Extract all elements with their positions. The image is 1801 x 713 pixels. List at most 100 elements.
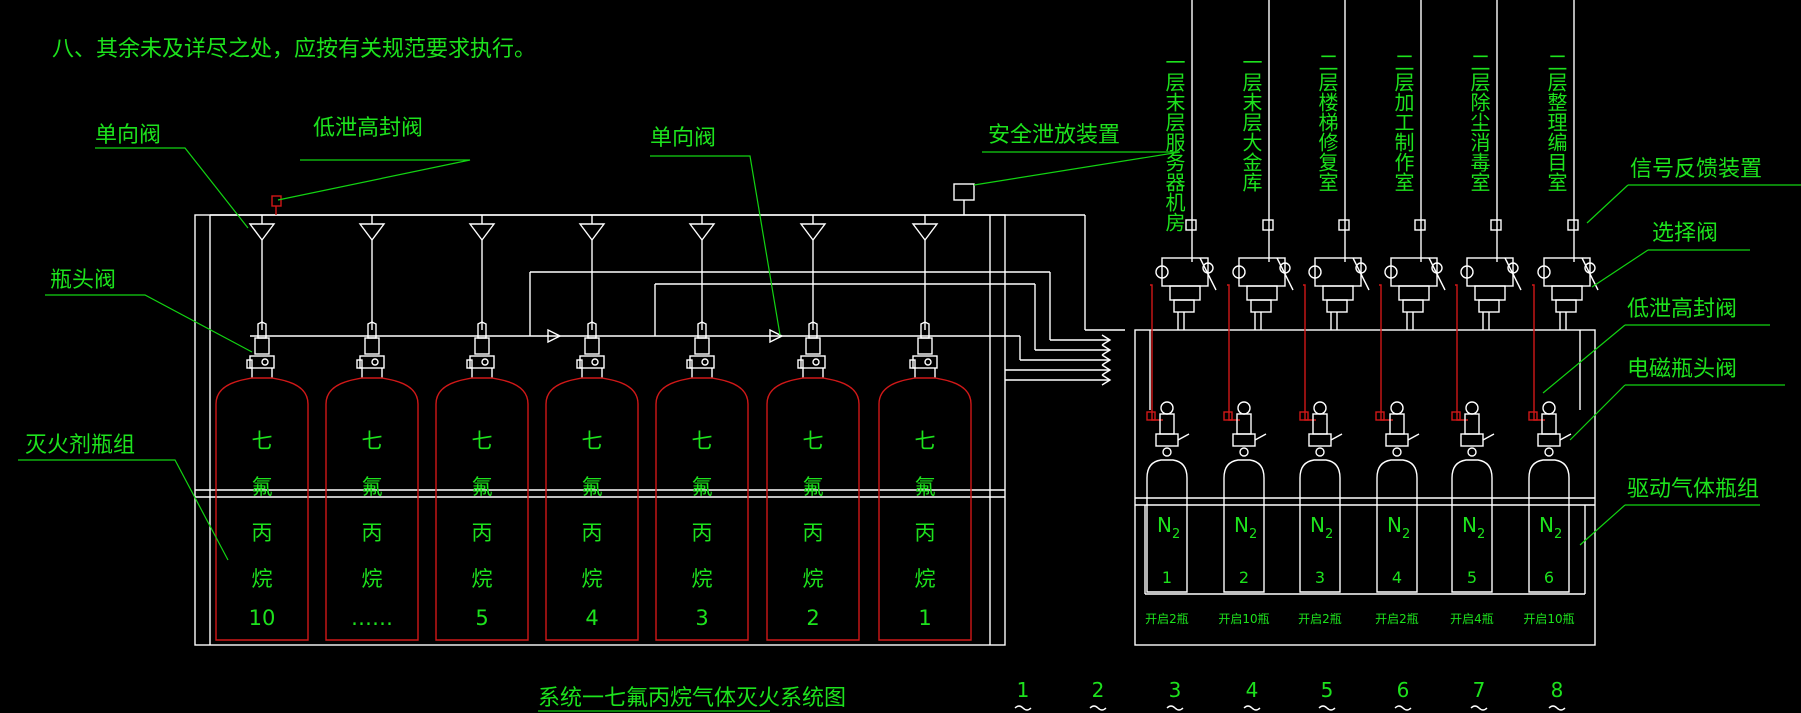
cylinder-agent-char: 烷	[252, 567, 273, 591]
open-count: 开启2瓶	[1375, 612, 1419, 626]
label-agent-bottle-group: 灭火剂瓶组	[25, 433, 135, 458]
pilot-tube	[1532, 284, 1545, 421]
cylinder-agent-char: 七	[915, 429, 936, 453]
leader-lines	[18, 147, 1801, 561]
cylinder-agent-char: 七	[692, 429, 713, 453]
agent-cylinder: 七氟丙烷 5	[435, 215, 529, 641]
label-driver-gas-group: 驱动气体瓶组	[1627, 477, 1759, 502]
axis-number: 5	[1321, 678, 1334, 702]
driver-number: 4	[1392, 568, 1402, 587]
cylinder-agent-char: 丙	[915, 521, 936, 545]
open-count: 开启2瓶	[1298, 612, 1342, 626]
driver-cylinder-body	[1146, 459, 1188, 593]
cylinder-agent-char: 丙	[252, 521, 273, 545]
pilot-lines	[250, 271, 1112, 386]
selector-valve-icon	[1390, 257, 1438, 287]
cylinder-number: 10	[249, 606, 276, 630]
label-check-valve-left: 单向阀	[95, 123, 161, 148]
cylinder-agent-char: 七	[803, 429, 824, 453]
gas-subscript: 2	[1172, 527, 1180, 542]
label-selector-valve: 选择阀	[1652, 221, 1718, 246]
break-icon	[1014, 705, 1032, 711]
cylinder-agent-char: 烷	[803, 567, 824, 591]
break-icon	[1166, 705, 1184, 711]
open-count: 开启10瓶	[1523, 612, 1574, 626]
cylinder-agent-char: 氟	[803, 475, 824, 499]
driver-cylinder-body	[1376, 459, 1418, 593]
label-signal-feedback: 信号反馈装置	[1630, 157, 1762, 182]
cylinder-agent-char: 七	[252, 429, 273, 453]
bottle-valve-icon	[697, 321, 707, 339]
break-icon	[1548, 705, 1566, 711]
cylinder-agent-char: 氟	[472, 475, 493, 499]
cylinder-agent-char: 七	[472, 429, 493, 453]
axis-number: 4	[1246, 678, 1259, 702]
zone-label: 二层整理编目室	[1544, 52, 1568, 192]
driver-cylinder-body	[1223, 459, 1265, 593]
cylinder-number: 5	[475, 606, 488, 630]
gas-symbol: N	[1539, 513, 1554, 537]
driver-number: 5	[1467, 568, 1477, 587]
selector-valve-icon	[1543, 257, 1591, 287]
cylinder-agent-char: 七	[582, 429, 603, 453]
pilot-tube	[1455, 284, 1468, 421]
collection-manifold	[210, 214, 1125, 331]
cylinder-agent-char: 丙	[692, 521, 713, 545]
axis-number: 3	[1169, 678, 1182, 702]
solenoid-valve-icon	[1465, 401, 1479, 415]
zone-label: 二层除尘消毒室	[1467, 52, 1491, 192]
general-note: 八、其余未及详尽之处，应按有关规范要求执行。	[52, 37, 536, 62]
agent-cylinder-body	[215, 377, 309, 641]
cylinder-agent-char: 烷	[472, 567, 493, 591]
cylinder-agent-char: 丙	[582, 521, 603, 545]
pilot-tube	[1227, 284, 1240, 421]
axis-number: 7	[1473, 678, 1486, 702]
axis-number: 8	[1551, 678, 1564, 702]
break-icon	[1394, 705, 1412, 711]
gas-subscript: 2	[1325, 527, 1333, 542]
open-count: 开启2瓶	[1145, 612, 1189, 626]
label-bottle-valve: 瓶头阀	[50, 268, 116, 293]
bottle-valve-icon	[920, 321, 930, 339]
check-valve-icon	[248, 223, 276, 242]
check-valve-icon	[688, 223, 716, 242]
signal-feedback-icon	[1338, 219, 1350, 231]
agent-cylinder-body	[878, 377, 972, 641]
signal-feedback-icon	[1490, 219, 1502, 231]
cylinder-agent-char: 丙	[803, 521, 824, 545]
signal-feedback-icon	[1185, 219, 1197, 231]
gas-subscript: 2	[1554, 527, 1562, 542]
agent-cylinder-body	[766, 377, 860, 641]
pilot-tube	[1303, 284, 1316, 421]
check-valve-icon	[911, 223, 939, 242]
zone-label: 二层加工制作室	[1391, 52, 1415, 192]
open-count: 开启10瓶	[1218, 612, 1269, 626]
axis-number: 1	[1017, 678, 1030, 702]
bottle-valve-icon	[477, 321, 487, 339]
gas-subscript: 2	[1402, 527, 1410, 542]
label-low-leak-seal-valve-top: 低泄高封阀	[313, 116, 423, 141]
signal-feedback-icon	[1262, 219, 1274, 231]
cylinder-number: 3	[695, 606, 708, 630]
cylinder-agent-char: 丙	[362, 521, 383, 545]
cylinder-agent-char: 氟	[582, 475, 603, 499]
drawing-title: 系统一七氟丙烷气体灭火系统图	[538, 686, 846, 711]
label-check-valve-mid: 单向阀	[650, 126, 716, 151]
break-icon	[1470, 705, 1488, 711]
agent-cylinder: 七氟丙烷……	[325, 215, 419, 641]
check-valve-icon	[578, 223, 606, 242]
cylinder-number: ……	[351, 606, 393, 630]
signal-feedback-icon	[1414, 219, 1426, 231]
gas-symbol: N	[1310, 513, 1325, 537]
cylinder-number: 1	[918, 606, 931, 630]
cylinder-agent-char: 丙	[472, 521, 493, 545]
driver-cylinder-body	[1299, 459, 1341, 593]
